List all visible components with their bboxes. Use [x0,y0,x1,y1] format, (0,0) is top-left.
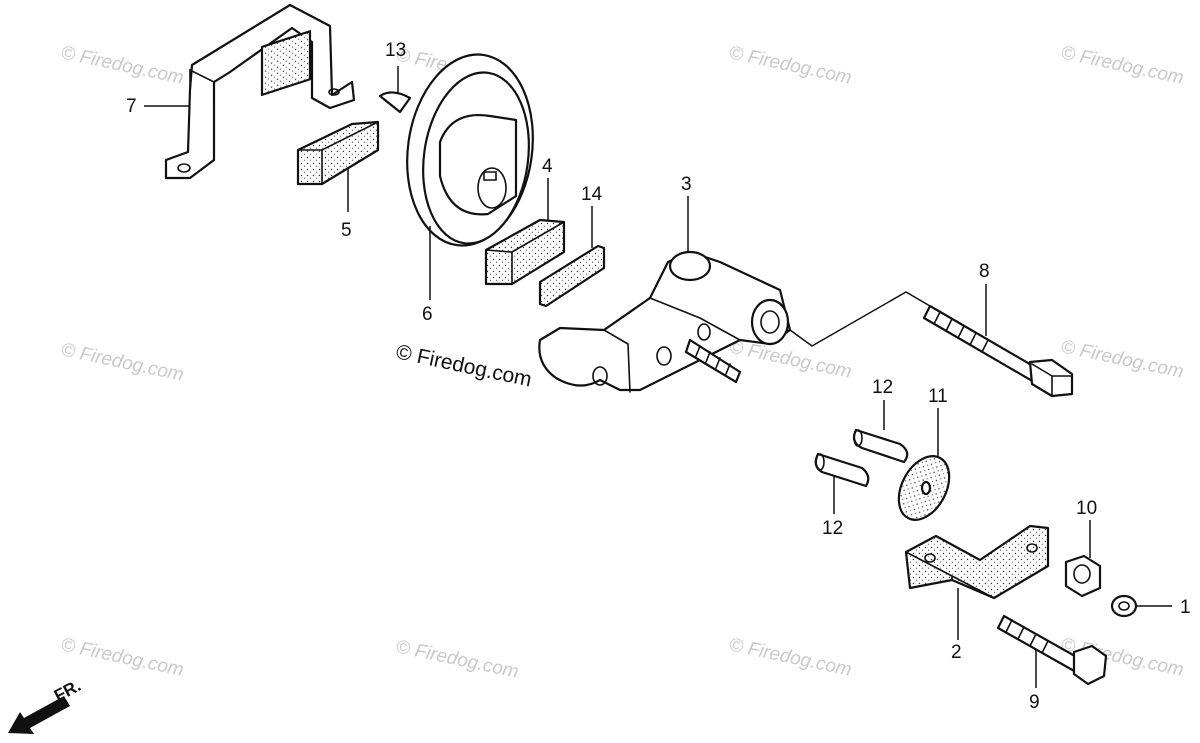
watermark-7: © Firedog.com [1059,336,1186,383]
callout-5: 5 [341,220,352,241]
bolt-centerline [789,291,931,347]
part-2-bracket [904,524,1050,600]
callout-12-lower: 12 [822,518,843,539]
leader-lines [144,66,1172,688]
part-8-bolt [922,304,1074,398]
callout-9: 9 [1029,692,1040,713]
callout-2: 2 [951,642,962,663]
watermark-1: © Firedog.com [59,42,186,89]
part-4-key [484,218,566,286]
callout-14: 14 [581,184,603,205]
watermark-6: © Firedog.com [727,336,854,383]
part-12-pin-lower [814,452,870,488]
callout-10: 10 [1076,498,1097,519]
part-1-washer [1110,594,1138,618]
part-10-nut [1064,554,1102,598]
part-13-key [378,91,412,114]
watermark-3: © Firedog.com [727,42,854,89]
callout-3: 3 [681,174,692,195]
part-3-arm [538,250,792,393]
callout-8: 8 [979,261,990,282]
watermark-5: © Firedog.com [59,339,186,386]
callout-11: 11 [928,386,948,407]
watermark-10: © Firedog.com [727,634,854,681]
part-9-bolt [996,614,1108,686]
part-7-bracket [164,3,356,180]
callout-1: 1 [1180,597,1191,618]
part-14-plate [538,244,606,308]
part-5-key [296,120,380,186]
watermark-8: © Firedog.com [59,634,186,681]
copyright-text: © Firedog.com [394,340,534,391]
callout-6: 6 [422,304,433,325]
callout-12-upper: 12 [872,377,893,398]
callout-13: 13 [385,40,406,61]
part-12-pin-upper [852,428,909,464]
callout-labels: 7 13 5 6 4 14 3 8 12 11 12 10 1 2 9 [126,40,1191,713]
watermark-9: © Firedog.com [394,636,521,683]
callout-7: 7 [126,96,137,117]
front-direction-indicator: FR. [8,676,84,734]
watermark-4: © Firedog.com [1059,42,1186,89]
part-11-washer [897,455,951,521]
part-6-pulley [406,53,534,247]
callout-4: 4 [542,156,553,177]
arrow-down-left-icon [8,696,70,734]
